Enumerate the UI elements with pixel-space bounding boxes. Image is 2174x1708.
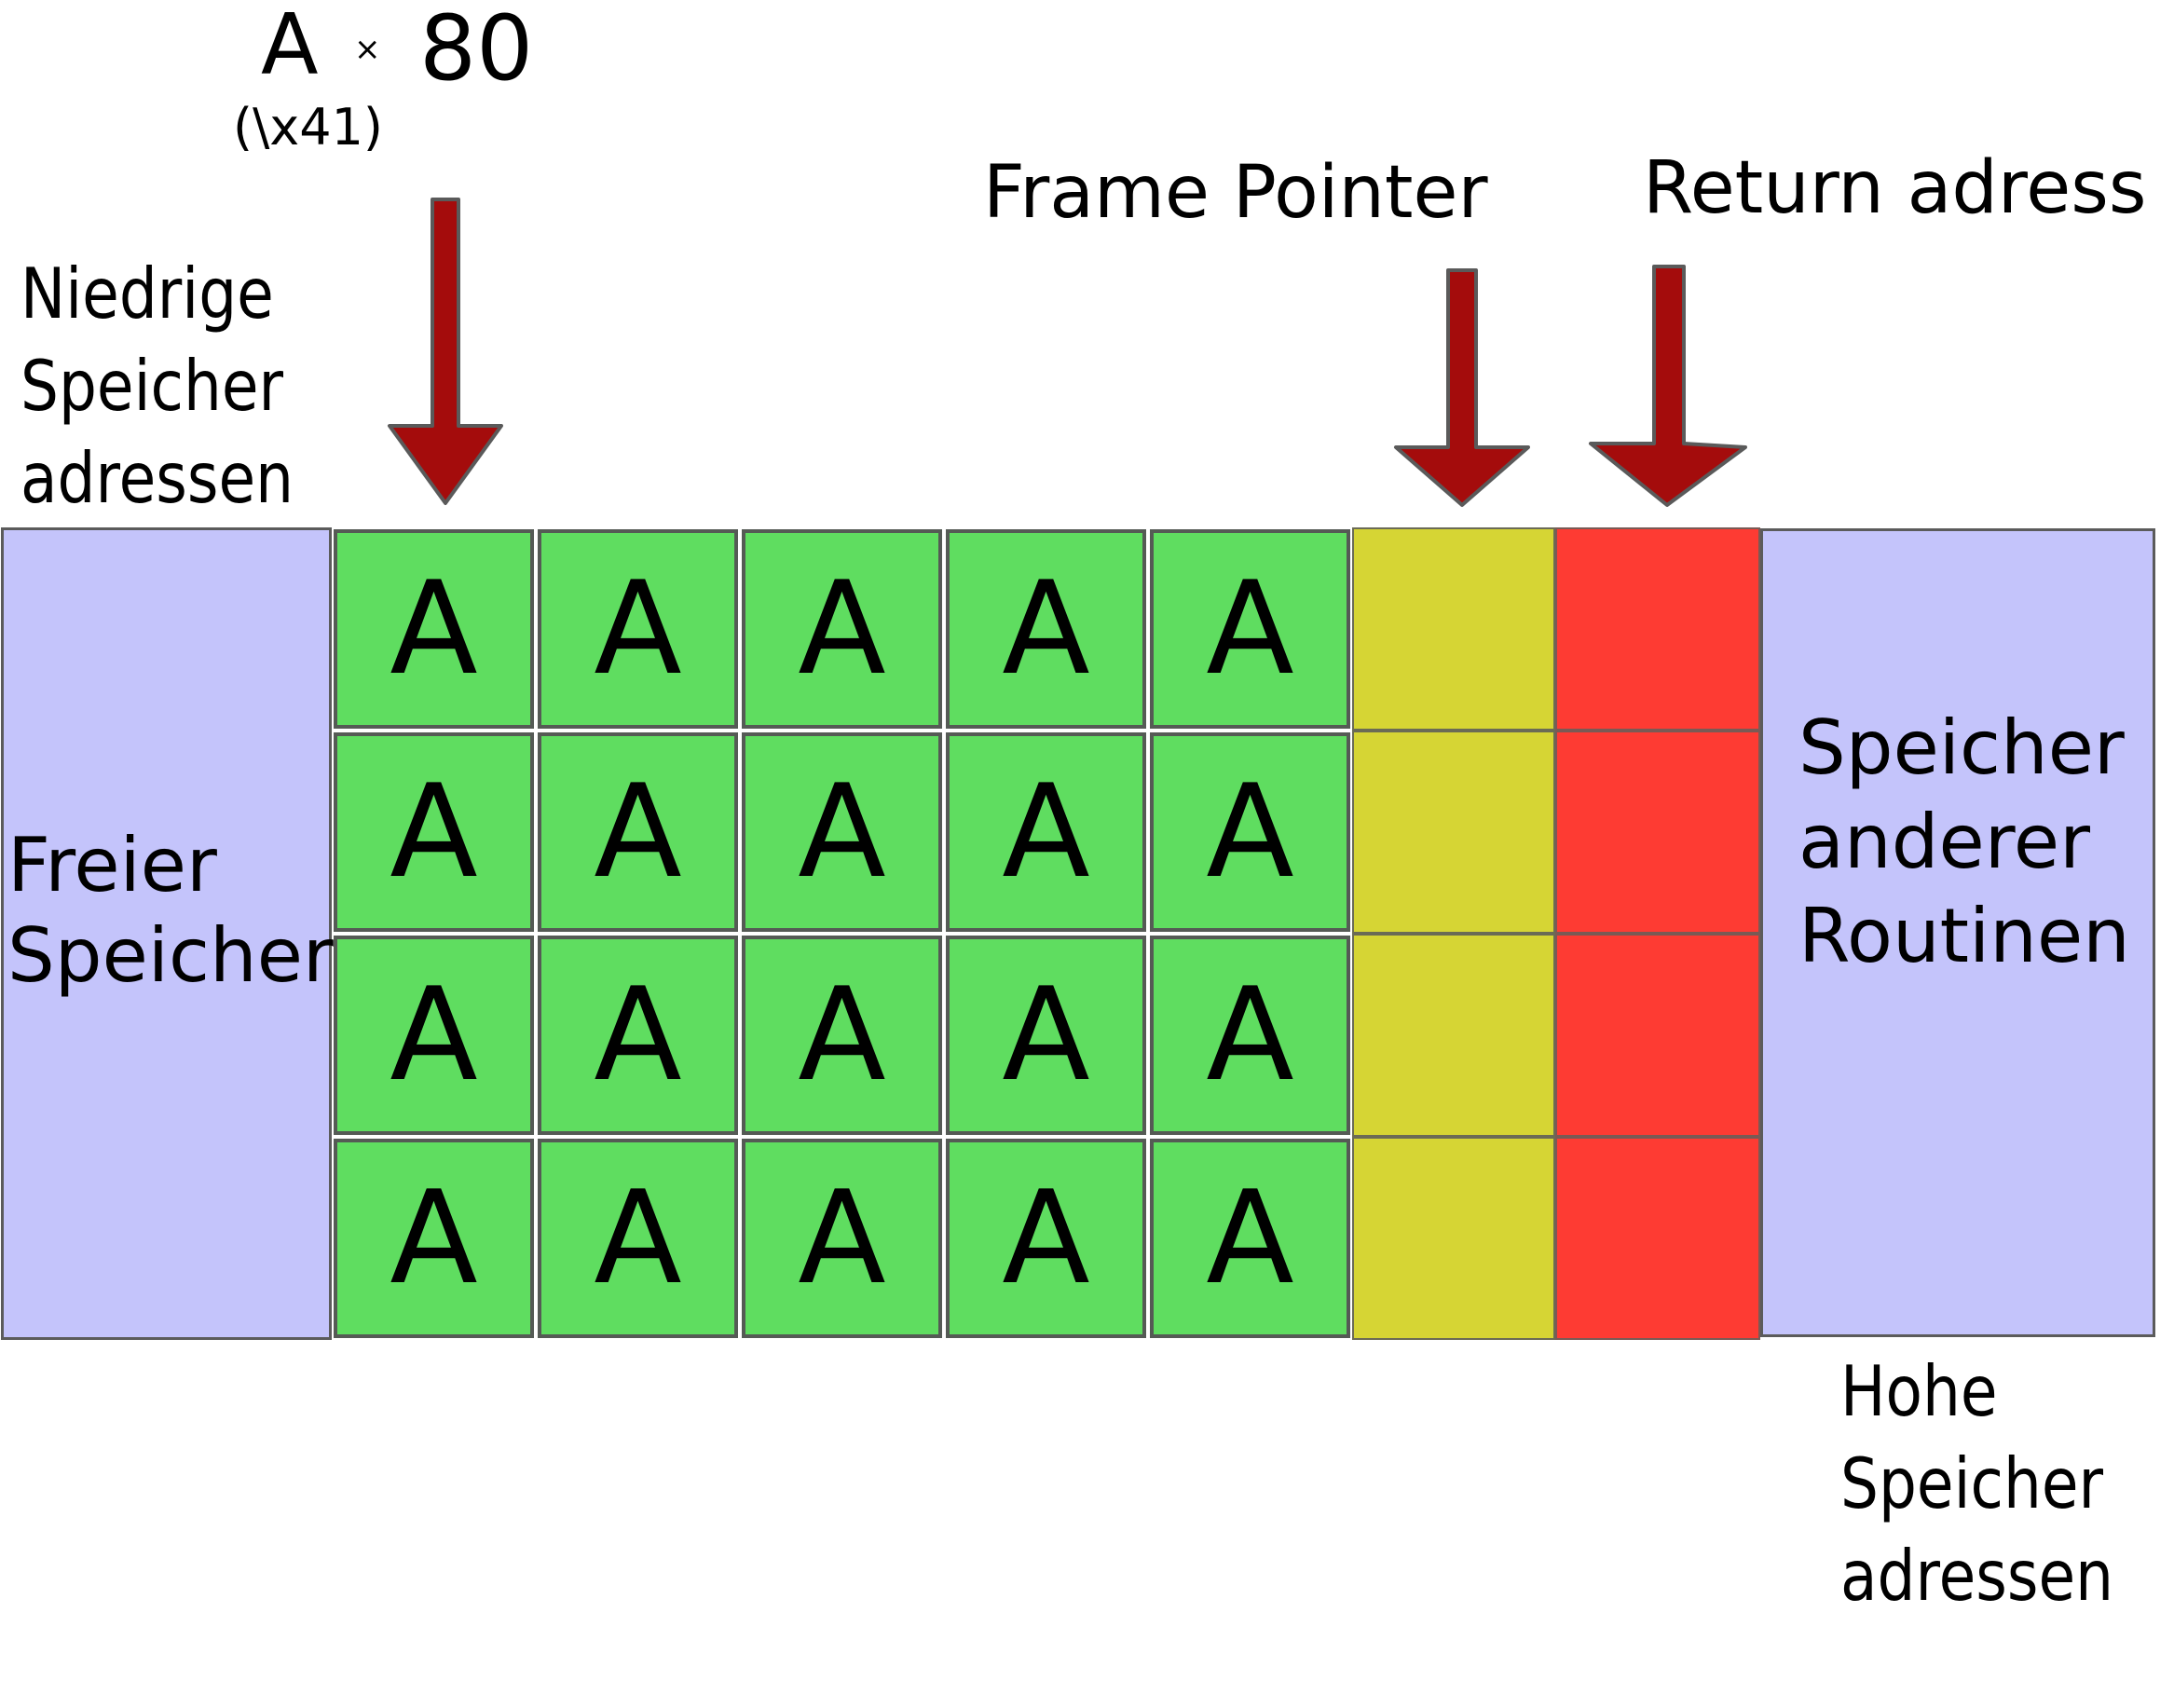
- high-addresses-line-1: Hohe: [1840, 1350, 1998, 1432]
- high-addresses-line-2: Speicher: [1840, 1442, 2104, 1524]
- buffer-cell: A: [538, 732, 738, 932]
- return-address-arrow-icon: [1589, 265, 1747, 507]
- return-address-segment: [1555, 1137, 1760, 1340]
- header-times-sign: ×: [354, 31, 381, 68]
- free-memory-label: Freier Speicher: [7, 820, 334, 1001]
- return-address-segment: [1555, 731, 1760, 934]
- buffer-cell: A: [1150, 936, 1350, 1135]
- buffer-cell: A: [946, 936, 1146, 1135]
- other-routines-line-3: Routinen: [1798, 893, 2130, 979]
- frame-pointer-segment: [1352, 731, 1555, 934]
- frame-pointer-block: [1352, 527, 1555, 1340]
- buffer-cell: A: [1150, 732, 1350, 932]
- return-address-block: [1555, 527, 1760, 1340]
- buffer-cell: A: [538, 936, 738, 1135]
- buffer-cell: A: [334, 529, 534, 729]
- buffer-arrow-icon: [388, 198, 503, 505]
- other-routines-line-2: anderer: [1798, 799, 2090, 885]
- header-count: 80: [419, 0, 534, 101]
- low-addresses-line-1: Niedrige: [21, 253, 274, 335]
- buffer-cell: A: [742, 1139, 942, 1338]
- buffer-cell: A: [1150, 529, 1350, 729]
- frame-pointer-arrow-icon: [1394, 268, 1530, 507]
- other-routines-block: [1760, 528, 2155, 1337]
- low-addresses-line-3: adressen: [21, 437, 294, 519]
- buffer-cell: A: [334, 1139, 534, 1338]
- buffer-cell: A: [334, 936, 534, 1135]
- buffer-cell: A: [742, 529, 942, 729]
- frame-pointer-segment: [1352, 934, 1555, 1137]
- buffer-cell: A: [946, 529, 1146, 729]
- frame-pointer-label: Frame Pointer: [983, 151, 1488, 235]
- frame-pointer-segment: [1352, 1137, 1555, 1340]
- header-char: A: [261, 0, 319, 94]
- buffer-cell: A: [742, 732, 942, 932]
- low-addresses-label: Niedrige Speicher adressen: [21, 248, 294, 525]
- buffer-cell: A: [1150, 1139, 1350, 1338]
- header-hex-code: (\x41): [233, 98, 383, 157]
- low-addresses-line-2: Speicher: [21, 345, 284, 427]
- buffer-cell: A: [334, 732, 534, 932]
- return-address-segment: [1555, 934, 1760, 1137]
- free-memory-line-1: Freier: [7, 822, 217, 909]
- buffer-cell: A: [946, 1139, 1146, 1338]
- other-routines-line-1: Speicher: [1798, 704, 2125, 791]
- other-routines-label: Speicher anderer Routinen: [1798, 701, 2130, 983]
- return-address-label: Return adress: [1643, 146, 2147, 230]
- buffer-grid: A A A A A A A A A A A A A A A A A A A A: [332, 527, 1352, 1340]
- buffer-cell: A: [538, 1139, 738, 1338]
- free-memory-line-2: Speicher: [7, 912, 334, 999]
- high-addresses-label: Hohe Speicher adressen: [1840, 1346, 2113, 1622]
- frame-pointer-segment: [1352, 527, 1555, 731]
- buffer-cell: A: [946, 732, 1146, 932]
- return-address-segment: [1555, 527, 1760, 731]
- buffer-cell: A: [742, 936, 942, 1135]
- high-addresses-line-3: adressen: [1840, 1535, 2114, 1617]
- buffer-cell: A: [538, 529, 738, 729]
- free-memory-block: [1, 527, 332, 1340]
